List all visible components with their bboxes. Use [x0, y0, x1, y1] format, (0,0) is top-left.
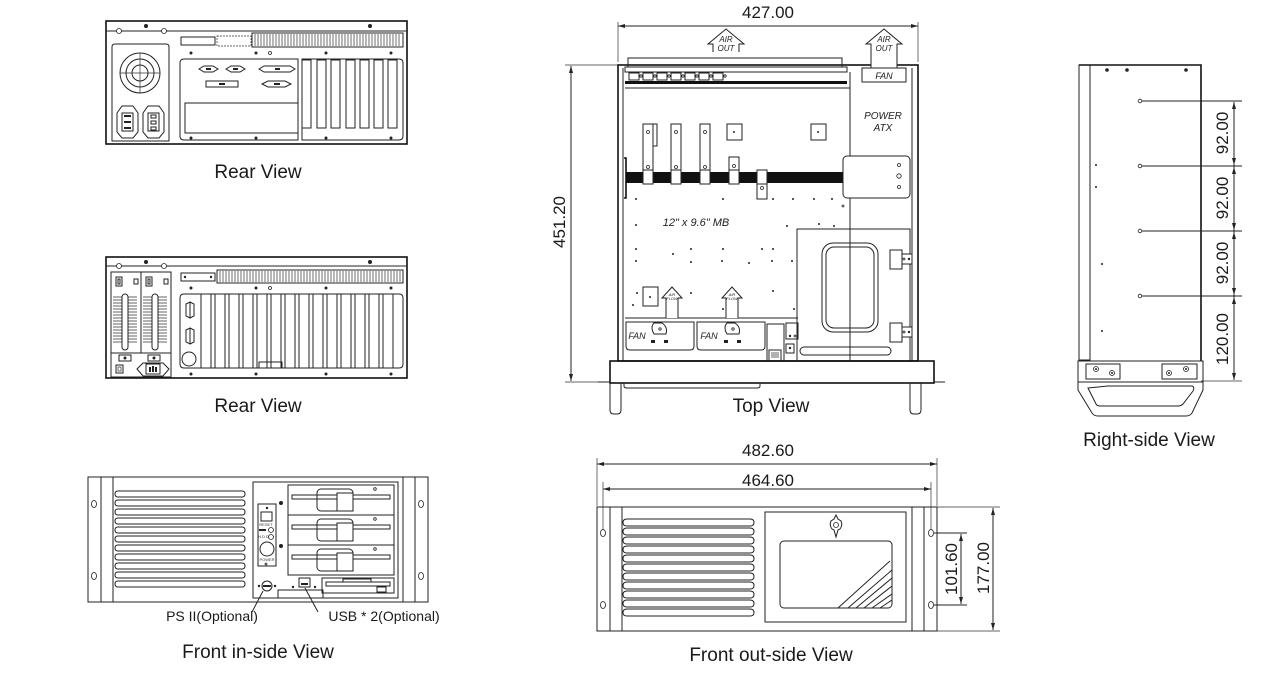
power-label: POWER: [259, 557, 274, 562]
top-width-dim: 427.00: [742, 3, 794, 22]
air-flow-arrow-icon: AIR FLOW: [660, 286, 684, 318]
overall-width-dim: 482.60: [742, 441, 794, 460]
expansion-slots: [200, 293, 394, 369]
control-panel: RESET H.D.D. POWER: [257, 503, 277, 567]
side-dim-1: 92.00: [1213, 112, 1232, 155]
front-door: [764, 511, 907, 623]
power-button[interactable]: [259, 541, 275, 557]
front-bezel: [609, 360, 935, 384]
power-inlet-icon: [116, 105, 139, 139]
ps2-port-icon: [257, 580, 277, 592]
air-flow-label: AIR: [668, 292, 676, 297]
front-vent-louvers: [622, 518, 755, 617]
front-inside-view-caption: Front in-side View: [182, 642, 334, 663]
chassis-outline: [105, 20, 408, 145]
front-panel-outline: [596, 506, 938, 632]
rear-view-2: Rear View: [105, 256, 408, 417]
parallel-port-icon: [258, 65, 296, 73]
air-out-label: AIR: [876, 35, 891, 44]
power-supply-label: ATX: [873, 123, 893, 134]
io-panel: [179, 58, 299, 141]
system-fan-1: FAN: [625, 321, 695, 351]
rack-mount-hole: [600, 529, 606, 537]
ps2-leader-line: [251, 590, 264, 613]
mb-standoffs: [632, 198, 845, 310]
hdd-led-icon: [268, 534, 274, 540]
air-out-arrow-icon: AIR OUT: [706, 28, 746, 53]
usb-callout: USB * 2(Optional): [328, 608, 439, 624]
fan-grille-icon: [119, 52, 161, 94]
ps2-callout: PS II(Optional): [166, 608, 258, 624]
door-hatch-marks: [837, 560, 893, 609]
psu-panel: [111, 43, 170, 142]
serial-port-icon: [198, 65, 219, 73]
rear-view-1: Rear View: [105, 20, 408, 183]
system-fan-2: FAN: [696, 321, 766, 351]
right-side-view: 92.00 92.00 92.00 120.00 Right-side View: [1077, 64, 1242, 451]
motherboard-label: 12" x 9.6" MB: [663, 217, 730, 229]
top-view: 427.00 451.20 AIR OUT: [550, 3, 945, 417]
mount-holes: [1137, 98, 1242, 299]
serial-port-icon: [225, 65, 246, 73]
top-depth-dim: 451.20: [550, 196, 569, 248]
top-view-caption: Top View: [733, 396, 810, 417]
fan-label: FAN: [628, 331, 646, 341]
height-dim: 177.00: [974, 542, 993, 594]
rack-mount-hole: [600, 601, 606, 609]
expansion-slots: [301, 58, 404, 141]
expansion-panel: [179, 293, 404, 369]
air-out-arrow-icon: AIR OUT: [864, 28, 904, 68]
psu-bracket: [842, 155, 911, 199]
side-dim-3: 92.00: [1213, 242, 1232, 285]
drive-cage: [785, 228, 913, 362]
side-handle: [1077, 360, 1204, 417]
power-supply-label: POWER: [864, 111, 902, 122]
card-brackets: [642, 123, 827, 200]
power-outlet-icon: [142, 105, 165, 139]
air-flow-label: FLOW: [666, 296, 679, 301]
usb-port-icon: [291, 577, 317, 589]
front-inside-view: RESET H.D.D. POWER: [87, 476, 440, 663]
io-connectors-row: [628, 72, 727, 81]
hole-spacing-dim: 464.60: [742, 471, 794, 490]
door-lock-icon: [829, 513, 843, 539]
air-flow-label: AIR: [728, 292, 736, 297]
psu-fan-label: FAN: [875, 71, 893, 81]
front-panel-outline: [87, 476, 429, 603]
front-outside-view: 482.60 464.60: [596, 441, 1000, 666]
side-dim-2: 92.00: [1213, 177, 1232, 220]
rear-view-1-caption: Rear View: [214, 162, 302, 183]
redundant-psu-module-2: [140, 271, 172, 354]
air-out-label: OUT: [718, 44, 736, 53]
hdd-label: H.D.D.: [258, 534, 270, 539]
power-inlet-icon: [136, 362, 170, 377]
vga-port-icon: [260, 80, 293, 88]
right-side-view-caption: Right-side View: [1083, 430, 1215, 451]
front-vent-louvers: [114, 490, 246, 588]
drive-bay-3: [287, 544, 395, 576]
air-flow-arrow-icon: AIR FLOW: [720, 286, 744, 318]
reset-button[interactable]: [260, 511, 273, 522]
air-flow-label: FLOW: [726, 296, 739, 301]
psu-fan: [861, 67, 907, 83]
chassis-outline: [105, 256, 408, 379]
drive-bay-2: [287, 514, 395, 546]
drive-bay-1: [287, 484, 395, 516]
connector-icon: [205, 80, 239, 88]
usb-leader-line: [304, 587, 319, 613]
front-outside-view-caption: Front out-side View: [689, 645, 853, 666]
rack-mount-hole: [928, 601, 934, 609]
vent-slots: [251, 32, 404, 48]
redundant-psu-module-1: [110, 271, 142, 354]
hole-vertical-dim: 101.60: [942, 543, 961, 595]
side-dim-4: 120.00: [1213, 313, 1232, 365]
vent-slots: [216, 269, 404, 284]
rack-mount-hole: [928, 529, 934, 537]
rear-view-2-caption: Rear View: [214, 396, 302, 417]
fan-label: FAN: [700, 331, 718, 341]
reset-label: RESET: [259, 522, 273, 527]
chassis-outline: [617, 64, 919, 362]
air-out-label: OUT: [876, 44, 894, 53]
air-out-label: AIR: [718, 35, 733, 44]
